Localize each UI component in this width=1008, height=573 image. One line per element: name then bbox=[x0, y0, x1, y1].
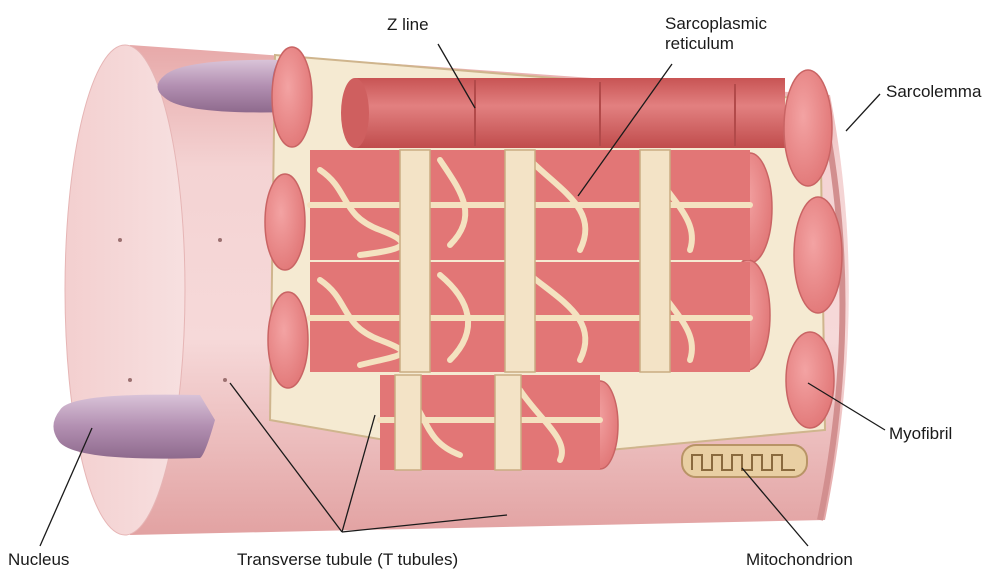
leader-sarcolemma bbox=[846, 94, 880, 131]
myofibril-face bbox=[268, 292, 308, 388]
label-transverse-tubule: Transverse tubule (T tubules) bbox=[237, 550, 458, 570]
label-z-line: Z line bbox=[387, 15, 429, 35]
label-nucleus: Nucleus bbox=[8, 550, 69, 570]
myofibril-face bbox=[784, 70, 832, 186]
label-myofibril: Myofibril bbox=[889, 424, 952, 444]
myofibril-face bbox=[265, 174, 305, 270]
label-sarcolemma: Sarcolemma bbox=[886, 82, 981, 102]
myofibril-face bbox=[272, 47, 312, 147]
label-mitochondrion: Mitochondrion bbox=[746, 550, 853, 570]
mitochondrion bbox=[682, 445, 807, 477]
myofibril-face bbox=[786, 332, 834, 428]
myofibril-top bbox=[341, 78, 785, 148]
myofibril-face bbox=[794, 197, 842, 313]
nucleus-bottom bbox=[53, 395, 215, 459]
label-sarcoplasmic-reticulum: Sarcoplasmic reticulum bbox=[665, 14, 767, 54]
